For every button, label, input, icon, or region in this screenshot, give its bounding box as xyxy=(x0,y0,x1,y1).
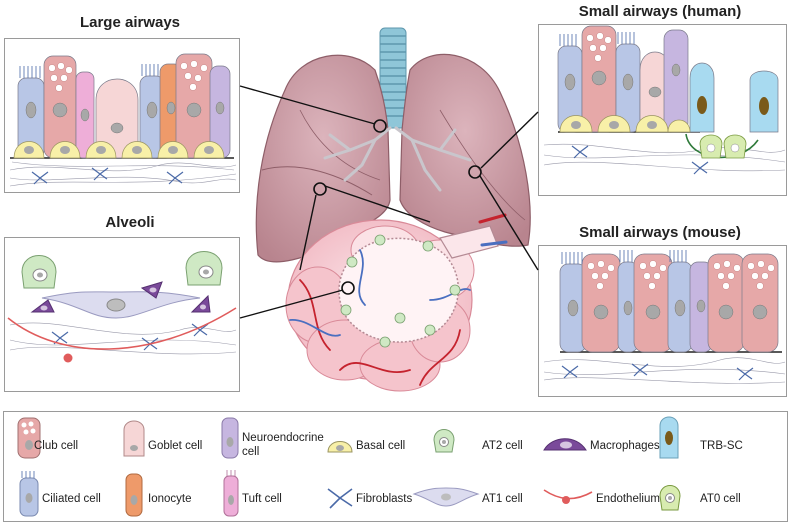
alveoli-detail xyxy=(7,251,237,363)
trachea xyxy=(379,27,407,129)
legend-label-ionocyte: Ionocyte xyxy=(148,493,192,505)
legend-label-at0-cell: AT0 cell xyxy=(700,493,741,505)
legend-label-fibroblasts: Fibroblasts xyxy=(356,493,413,505)
at0-cell-icon xyxy=(659,485,681,511)
title-large-airways: Large airways xyxy=(79,14,181,31)
title-small-airways-human: Small airways (human) xyxy=(578,3,742,20)
zoom-marker-alveoli xyxy=(313,182,327,196)
bronchial-tree xyxy=(323,126,472,192)
title-alveoli: Alveoli xyxy=(105,214,155,231)
legend-label-tuft-cell: Tuft cell xyxy=(242,493,282,505)
club-cell-icon xyxy=(17,417,41,459)
goblet-cell-icon xyxy=(123,420,145,457)
diagram-artwork xyxy=(7,25,786,392)
legend-label-macrophages: Macrophages xyxy=(590,440,660,452)
at1-cell-icon xyxy=(412,487,480,507)
zoom-marker-small-airways xyxy=(468,165,482,179)
legend-label-ciliated-cell: Ciliated cell xyxy=(42,493,101,505)
lung-right-side xyxy=(399,53,531,247)
trbsc-cell-icon xyxy=(659,416,679,459)
legend-label-trbsc: TRB-SC xyxy=(700,440,743,452)
legend-label-endothelium: Endothelium xyxy=(596,493,660,505)
at2-cell-icon xyxy=(433,429,455,453)
small-airways-mouse-detail xyxy=(543,250,786,384)
lungs-illustration xyxy=(255,27,531,263)
large-airways-epithelium xyxy=(9,53,237,187)
legend-icons xyxy=(17,416,681,517)
connector-lines xyxy=(239,85,539,319)
alveoli-cluster xyxy=(285,213,508,392)
ciliated-cell-icon xyxy=(19,471,39,517)
legend-label-neuroendocrine-2: cell xyxy=(242,446,260,458)
zoom-marker-large-airways xyxy=(373,119,387,133)
legend-label-club-cell: Club cell xyxy=(34,440,79,452)
small-airways-human-detail xyxy=(543,25,786,175)
fibroblast-icon xyxy=(327,488,353,509)
basal-cell-icon xyxy=(327,441,353,453)
ionocyte-icon xyxy=(125,473,143,517)
legend-label-at2-cell: AT2 cell xyxy=(482,440,523,452)
macrophage-icon xyxy=(543,438,587,451)
zoom-marker-alveolus xyxy=(341,281,355,295)
neuroendocrine-cell-icon xyxy=(221,417,239,459)
legend-label-neuroendocrine-1: Neuroendocrine xyxy=(242,432,324,444)
legend-label-basal-cell: Basal cell xyxy=(356,440,406,452)
tuft-cell-icon xyxy=(223,470,239,517)
legend-label-goblet-cell: Goblet cell xyxy=(148,440,203,452)
endothelium-icon xyxy=(543,489,593,504)
title-small-airways-mouse: Small airways (mouse) xyxy=(579,224,741,241)
legend-label-at1-cell: AT1 cell xyxy=(482,493,523,505)
lung-left-side xyxy=(255,54,391,263)
legend: Club cell Goblet cell Neuroendocrine cel… xyxy=(3,411,788,522)
